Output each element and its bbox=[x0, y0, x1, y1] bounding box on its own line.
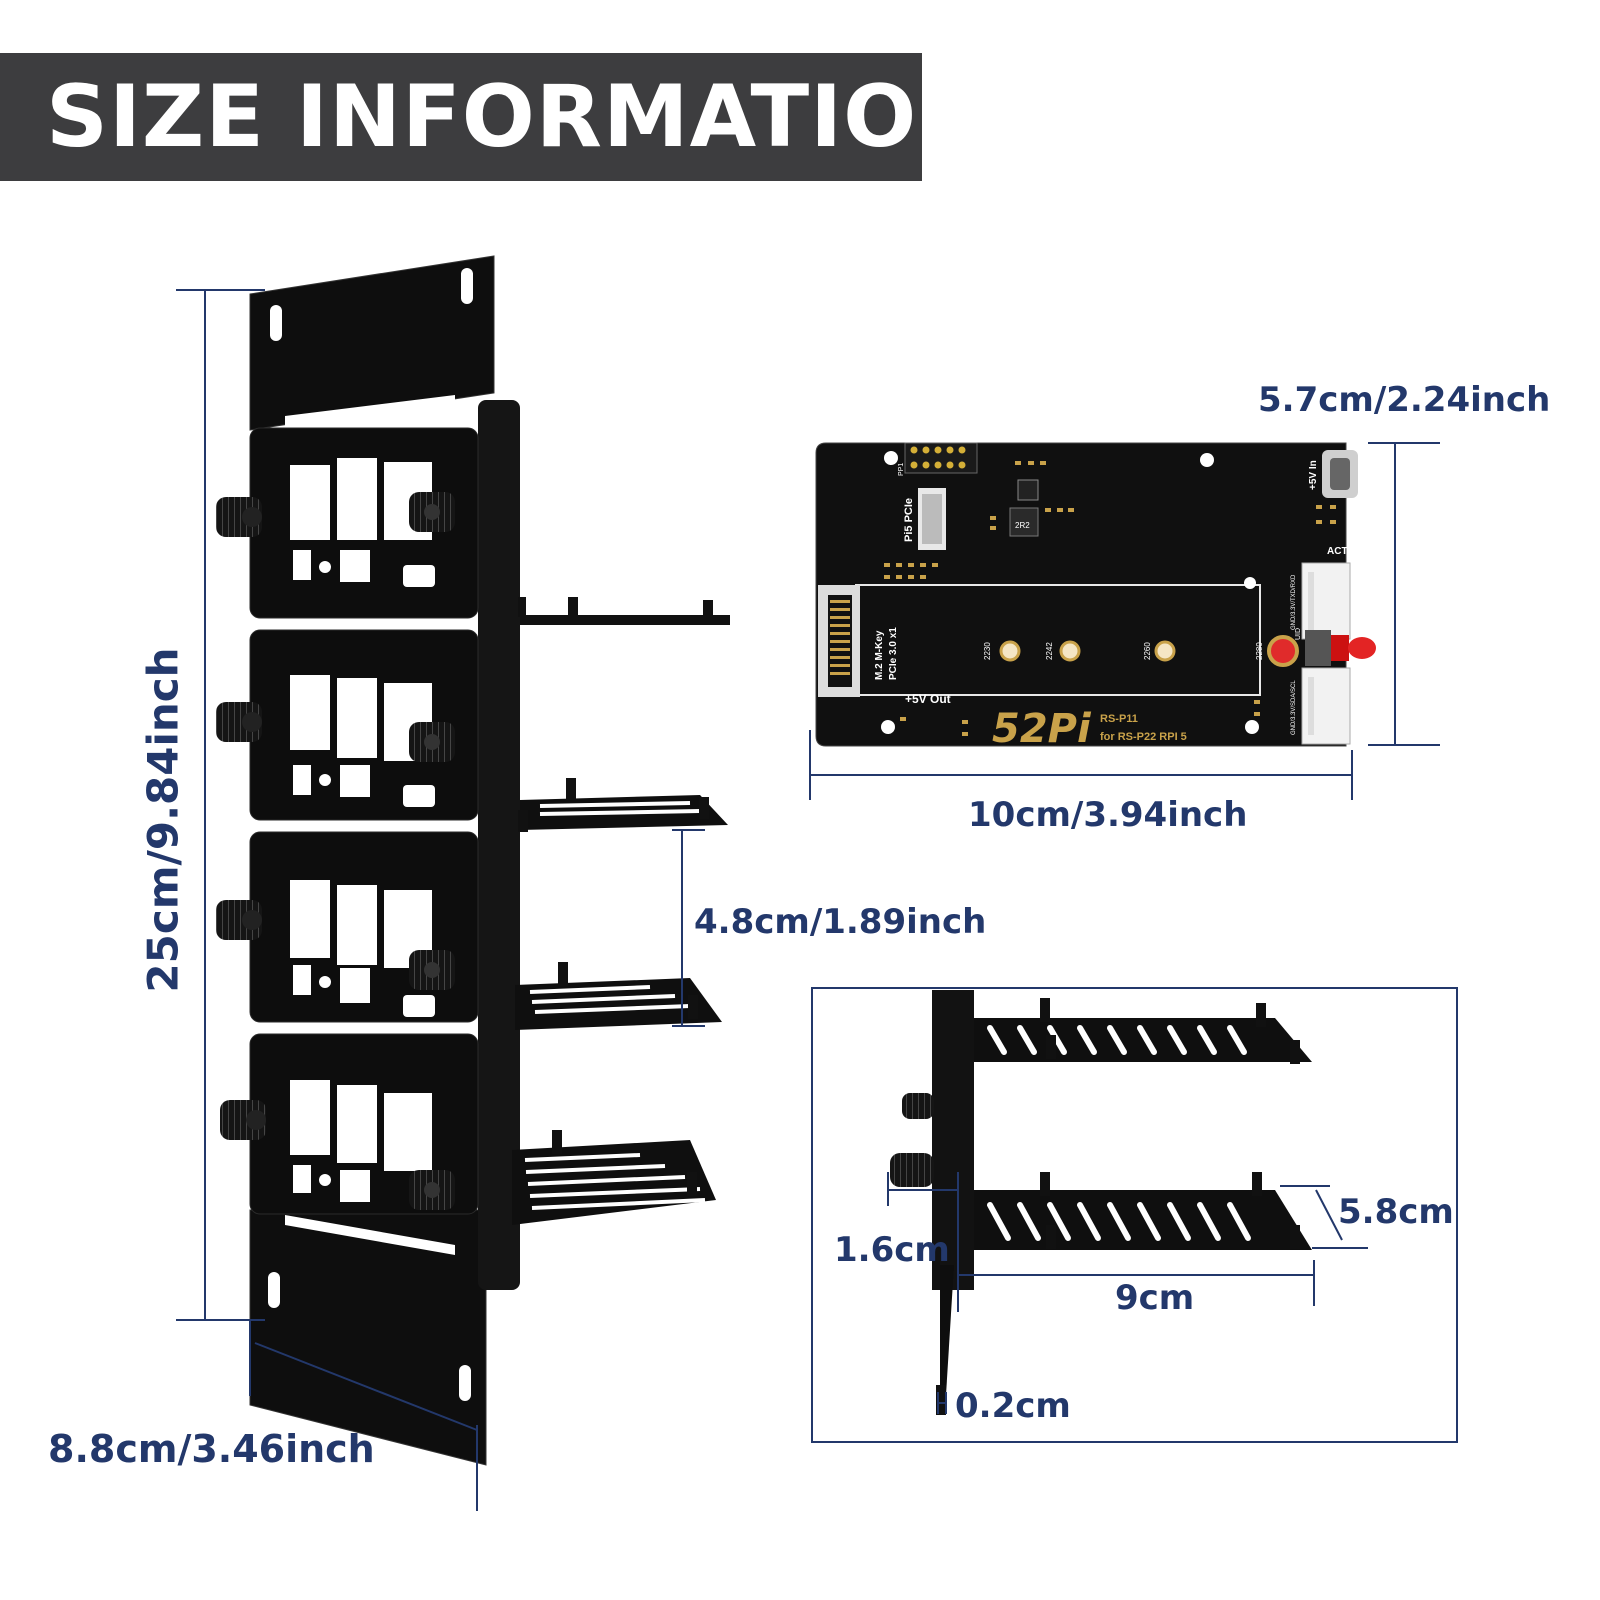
svg-text:RS-P11: RS-P11 bbox=[1100, 713, 1138, 725]
svg-text:UID: UID bbox=[1295, 628, 1302, 640]
tray-height-label: 5.8cm bbox=[1338, 1192, 1454, 1232]
mount-hole-icon bbox=[1244, 577, 1256, 589]
pcb-board: 52Pi RS-P11 for RS-P22 RPI 5 +5V Out ACT… bbox=[815, 442, 1376, 752]
detail-frame bbox=[811, 987, 1458, 1443]
rack-shelf bbox=[512, 1130, 716, 1225]
dimension-lines-rack bbox=[176, 289, 705, 1511]
svg-text:+5V In: +5V In bbox=[1308, 460, 1319, 490]
detail-tray-view bbox=[890, 990, 1312, 1415]
tray-length-label: 9cm bbox=[1115, 1278, 1195, 1318]
svg-text:PP1: PP1 bbox=[898, 463, 905, 476]
page-title: SIZE INFORMATION bbox=[46, 67, 991, 167]
rack-depth-label: 8.8cm/3.46inch bbox=[48, 1427, 375, 1471]
dimension-lines-board bbox=[809, 442, 1440, 800]
rack-panel bbox=[249, 629, 479, 821]
thickness-label: 0.2cm bbox=[955, 1386, 1071, 1426]
thumb-screw-icon bbox=[902, 1093, 934, 1119]
title-banner bbox=[0, 53, 922, 181]
svg-text:PCIe 3.0 x1: PCIe 3.0 x1 bbox=[888, 627, 899, 680]
svg-text:2242: 2242 bbox=[1045, 642, 1054, 660]
standoff-label: 1.6cm bbox=[834, 1230, 950, 1270]
rack-shelf bbox=[515, 962, 722, 1030]
thumb-screw-icon bbox=[216, 492, 455, 1210]
standoff-hole-2280 bbox=[1267, 635, 1299, 667]
svg-text:M.2 M-Key: M.2 M-Key bbox=[874, 630, 885, 680]
mount-hole-icon bbox=[881, 720, 895, 734]
svg-text:Pi5 PCIe: Pi5 PCIe bbox=[903, 498, 915, 542]
mount-slot-icon bbox=[459, 1365, 471, 1401]
rack-front-plate bbox=[249, 255, 520, 1466]
rack-panel bbox=[249, 1033, 479, 1215]
svg-text:ACT: ACT bbox=[1327, 546, 1348, 557]
svg-text:2280: 2280 bbox=[1255, 642, 1264, 660]
mount-slot-icon bbox=[461, 268, 473, 304]
mount-hole-icon bbox=[884, 451, 898, 465]
rack-panel bbox=[249, 427, 479, 619]
svg-text:2R2: 2R2 bbox=[1015, 521, 1030, 530]
mount-hole-icon bbox=[1245, 720, 1259, 734]
board-height-label: 5.7cm/2.24inch bbox=[1258, 380, 1551, 420]
thumb-screw-icon bbox=[890, 1153, 934, 1187]
board-width-label: 10cm/3.94inch bbox=[968, 795, 1248, 835]
mount-hole-icon bbox=[1200, 453, 1214, 467]
svg-text:+5V Out: +5V Out bbox=[905, 692, 951, 706]
rack-shelf bbox=[518, 778, 728, 832]
shelf-spacing-label: 4.8cm/1.89inch bbox=[694, 902, 987, 942]
rack-height-label: 25cm/9.84inch bbox=[138, 647, 188, 993]
svg-text:for RS-P22 RPI 5: for RS-P22 RPI 5 bbox=[1100, 731, 1187, 743]
svg-text:2260: 2260 bbox=[1143, 642, 1152, 660]
svg-text:GND/3.3V/SDA/SCL: GND/3.3V/SDA/SCL bbox=[1291, 680, 1297, 735]
rack-shelf bbox=[518, 597, 730, 625]
mount-slot-icon bbox=[270, 305, 282, 341]
dimension-lines-detail bbox=[887, 1172, 1368, 1414]
rack-panel bbox=[249, 831, 479, 1023]
mount-slot-icon bbox=[268, 1272, 280, 1308]
brand-logo: 52Pi bbox=[992, 706, 1092, 752]
svg-text:2230: 2230 bbox=[983, 642, 992, 660]
svg-text:GND/3.3V/TXD/RXD: GND/3.3V/TXD/RXD bbox=[1291, 574, 1297, 630]
